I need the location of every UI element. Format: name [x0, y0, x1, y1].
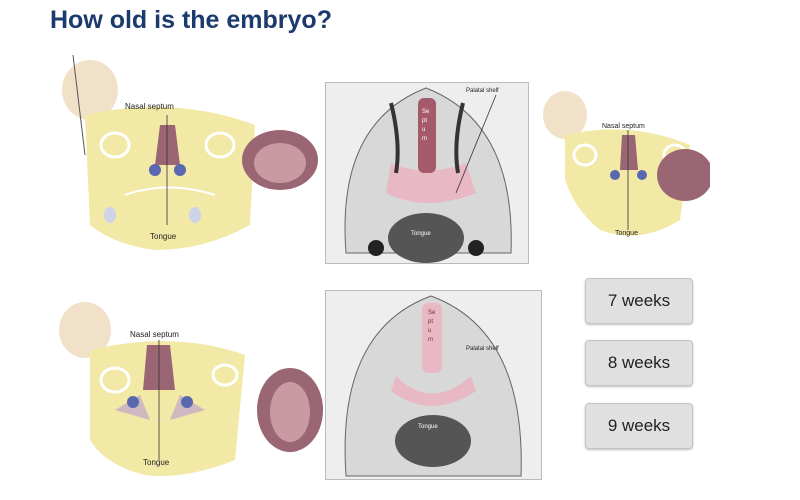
- nasal-septum-label: Nasal septum: [602, 123, 645, 130]
- page-title: How old is the embryo?: [50, 6, 332, 34]
- answer-7-weeks-button[interactable]: 7 weeks: [585, 278, 693, 324]
- answer-8-weeks-button[interactable]: 8 weeks: [585, 340, 693, 386]
- palatal-shelf-label: Palatal shelf: [466, 346, 499, 352]
- tongue-label: Tongue: [150, 232, 177, 241]
- illustration-top-right: Nasal septum Tongue: [540, 90, 710, 250]
- nasal-septum-label: Nasal septum: [130, 330, 179, 339]
- septum-label: Septum: [428, 310, 436, 343]
- illustration-bottom-left: Nasal septum Tongue: [55, 300, 325, 480]
- micrograph-bottom: Palatal shelf Tongue Septum: [325, 290, 542, 480]
- nasal-septum-label: Nasal septum: [125, 102, 174, 111]
- tongue-label: Tongue: [418, 424, 438, 430]
- palatal-shelf-label: Palatal shelf: [466, 88, 499, 94]
- answer-9-weeks-button[interactable]: 9 weeks: [585, 403, 693, 449]
- illustration-top-left: Nasal septum Tongue: [55, 55, 325, 255]
- tongue-label: Tongue: [411, 231, 431, 237]
- tongue-label: Tongue: [143, 458, 170, 467]
- micrograph-top: Palatal shelf Tongue Septum: [325, 82, 529, 264]
- tongue-label: Tongue: [615, 230, 638, 237]
- septum-label: Septum: [422, 109, 430, 142]
